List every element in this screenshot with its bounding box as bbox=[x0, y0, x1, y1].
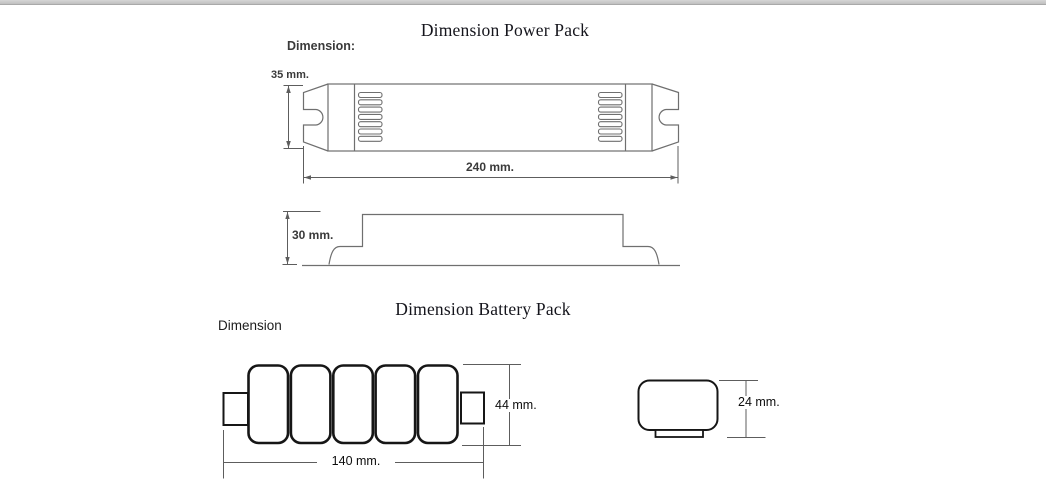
mounting-tab-left bbox=[302, 83, 329, 152]
mounting-tab-right bbox=[651, 83, 680, 152]
power-pack-top-view bbox=[302, 83, 680, 152]
battery-pack-title: Dimension Battery Pack bbox=[395, 299, 571, 319]
battery-cells bbox=[247, 364, 459, 445]
battery-cell bbox=[247, 364, 290, 445]
battery-pack-section-label: Dimension bbox=[218, 318, 282, 333]
dim-text-24mm: 24 mm. bbox=[735, 396, 783, 409]
battery-end-body bbox=[637, 379, 719, 431]
terminal-slots-left bbox=[357, 91, 383, 142]
side-view-profile bbox=[328, 213, 660, 265]
dimension-line-24mm bbox=[719, 380, 766, 438]
window-top-edge bbox=[0, 0, 1046, 5]
battery-end-foot bbox=[654, 429, 704, 438]
battery-cell bbox=[416, 364, 459, 445]
battery-cell bbox=[289, 364, 332, 445]
dim-text-240mm: 240 mm. bbox=[465, 160, 515, 174]
battery-cell bbox=[374, 364, 417, 445]
dimension-line-35mm bbox=[283, 85, 303, 149]
power-pack-title: Dimension Power Pack bbox=[420, 20, 590, 40]
power-pack-side-view bbox=[302, 213, 680, 267]
dim-text-140mm: 140 mm. bbox=[317, 455, 395, 468]
power-pack-section-label: Dimension: bbox=[287, 39, 356, 53]
battery-terminal-tab-right bbox=[460, 391, 485, 425]
terminal-slots-right bbox=[597, 91, 623, 142]
dim-text-30mm: 30 mm. bbox=[292, 228, 334, 242]
dim-text-44mm: 44 mm. bbox=[492, 399, 540, 412]
dim-text-35mm: 35 mm. bbox=[271, 69, 309, 81]
dimension-line-240mm bbox=[303, 146, 679, 184]
battery-cell bbox=[331, 364, 375, 445]
battery-pack-front-view bbox=[222, 364, 485, 445]
power-pack-body-outline bbox=[327, 83, 653, 152]
dimension-line-30mm bbox=[282, 211, 321, 265]
battery-terminal-tab-left bbox=[222, 392, 249, 426]
battery-pack-end-view bbox=[637, 379, 719, 438]
